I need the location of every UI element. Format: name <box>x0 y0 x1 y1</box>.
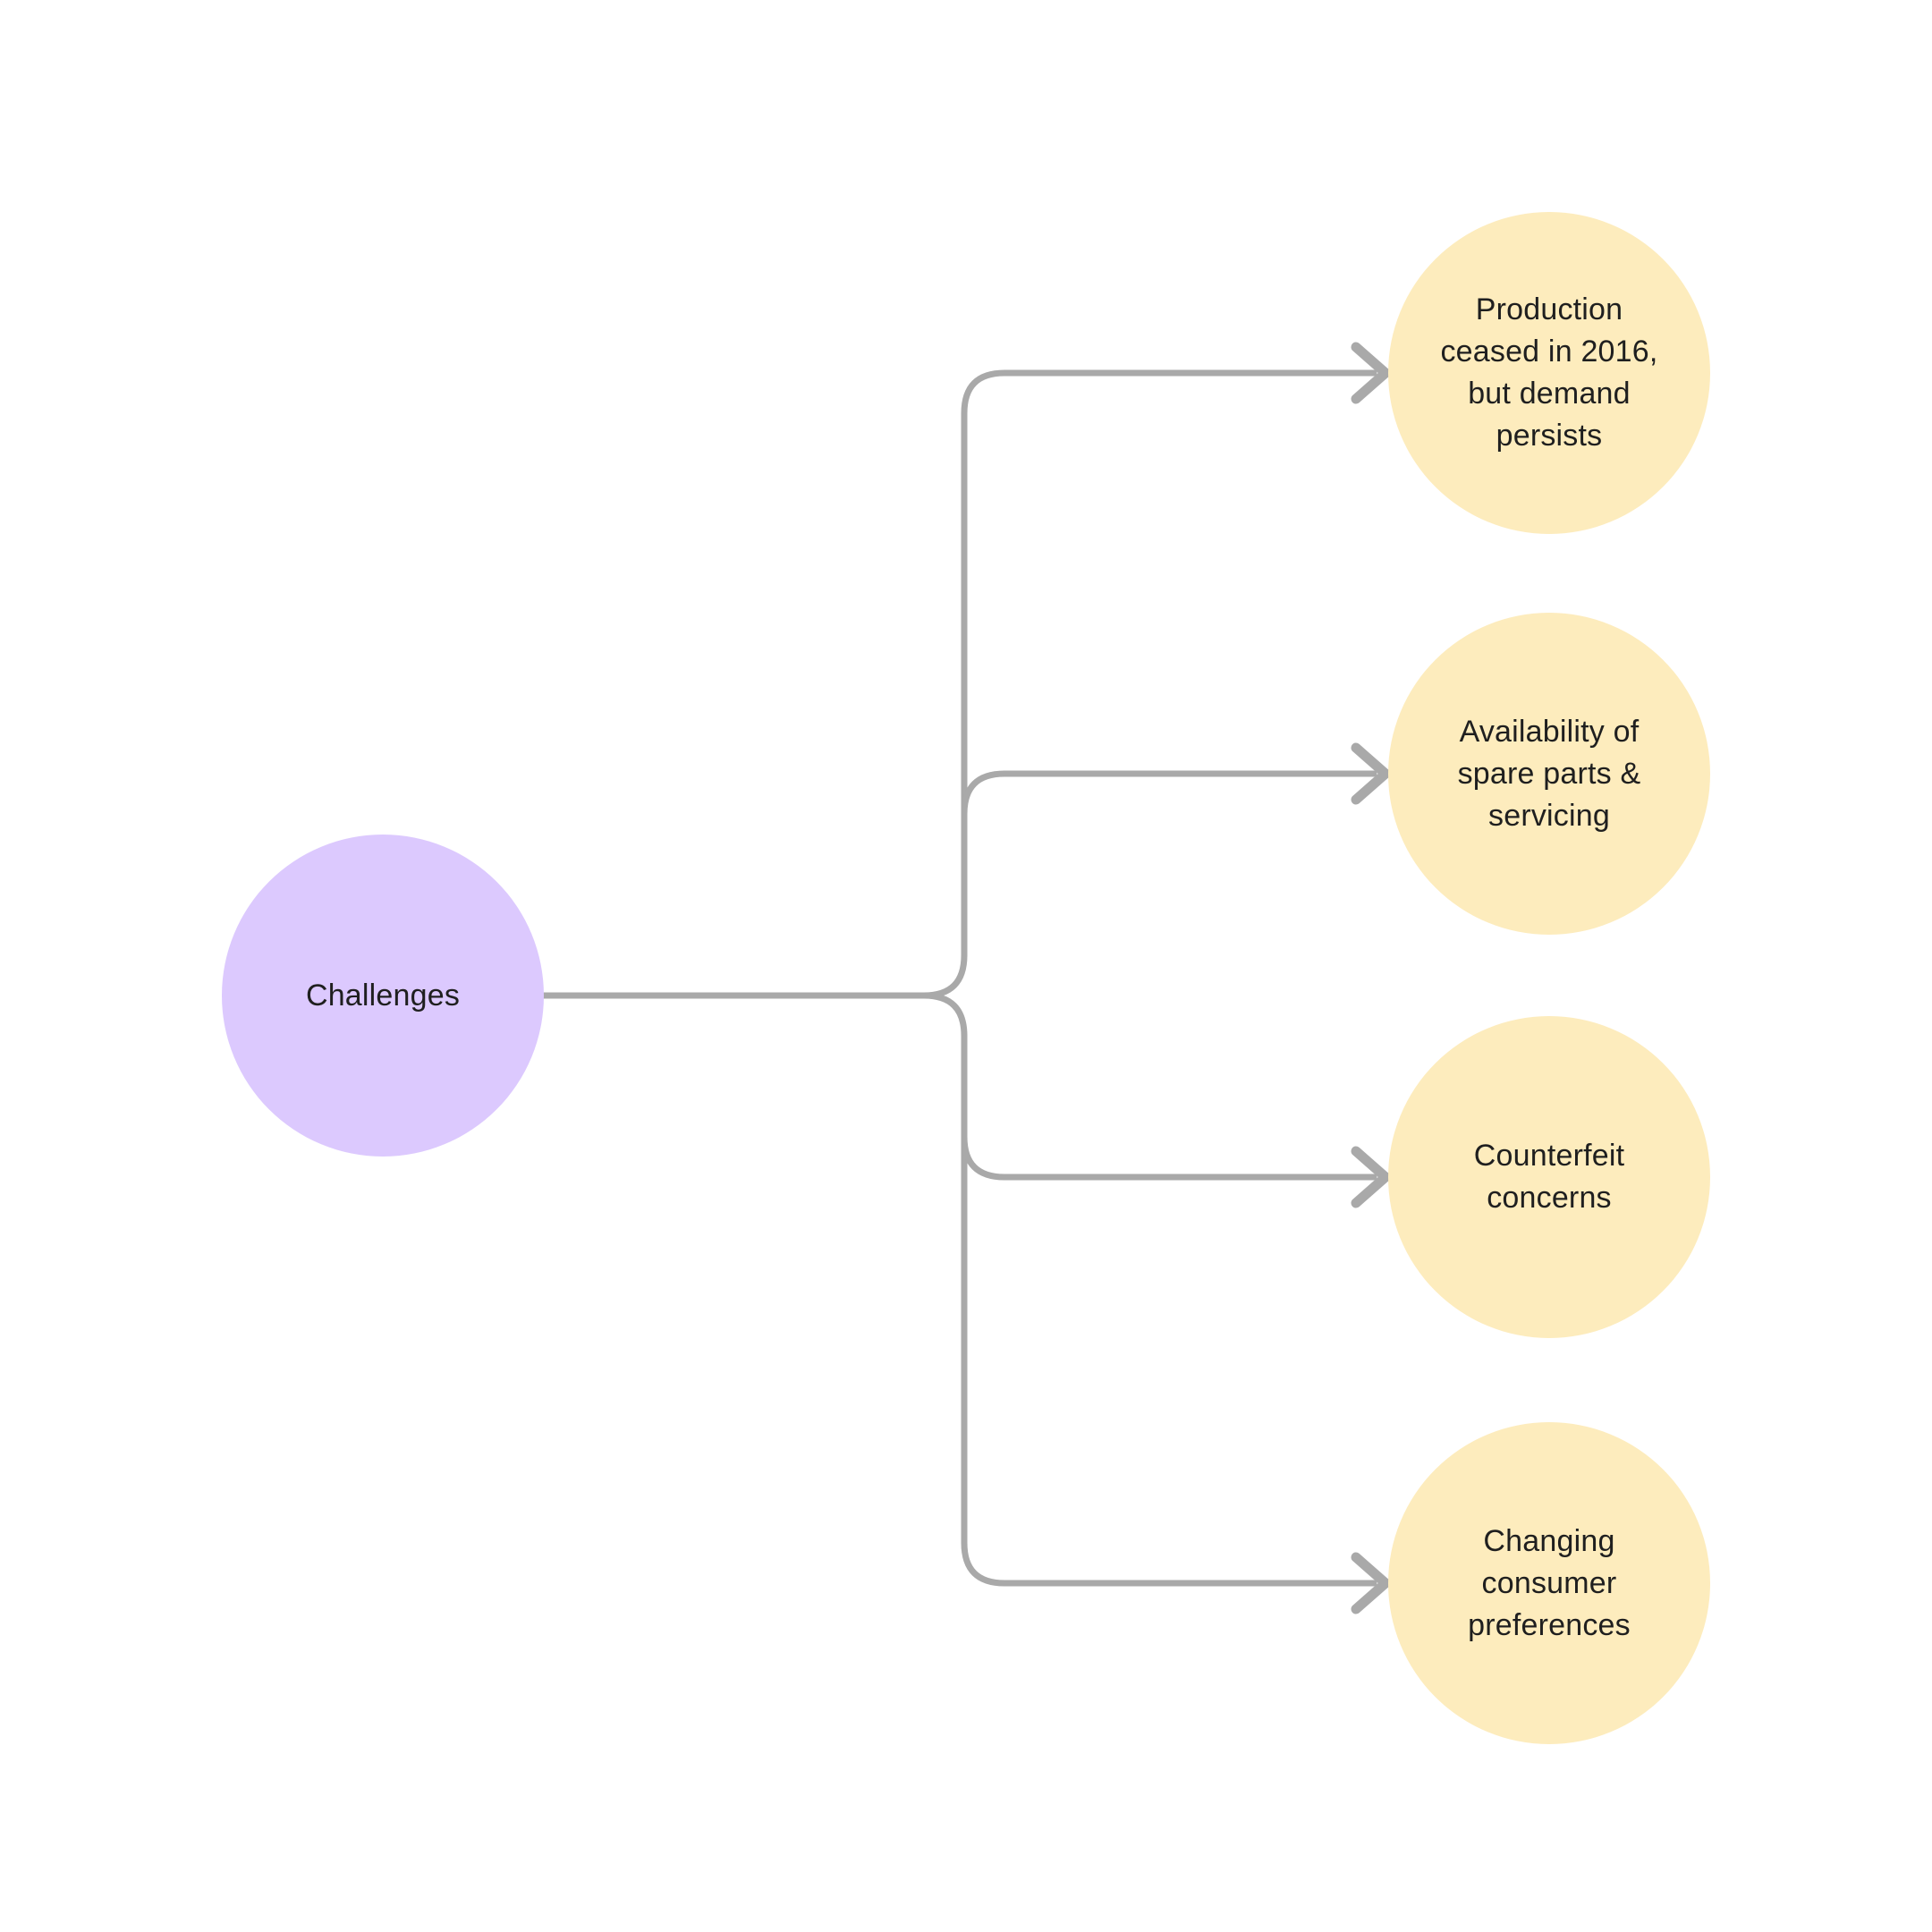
connector-branch-1 <box>540 369 1377 999</box>
connector-group <box>540 342 1391 1614</box>
arrowhead-icon-3 <box>1351 1146 1391 1208</box>
connector-branch-2 <box>961 770 1377 959</box>
node-challenges[interactable]: Challenges <box>222 835 544 1157</box>
node-production-ceased-label: Production ceased in 2016, but demand pe… <box>1440 292 1658 453</box>
node-consumer-preferences-label: Changing consumer preferences <box>1468 1523 1631 1642</box>
node-consumer-preferences[interactable]: Changing consumer preferences <box>1388 1422 1710 1744</box>
node-counterfeit-label: Counterfeit concerns <box>1473 1139 1625 1215</box>
node-spare-parts-label: Availability of spare parts & servicing <box>1457 714 1641 833</box>
connector-branch-3 <box>961 1032 1377 1181</box>
node-challenges-label: Challenges <box>305 978 461 1013</box>
node-spare-parts[interactable]: Availability of spare parts & servicing <box>1388 613 1710 935</box>
connector-branch-4 <box>920 992 1377 1587</box>
arrowhead-icon-4 <box>1351 1552 1391 1614</box>
node-counterfeit[interactable]: Counterfeit concerns <box>1388 1016 1710 1338</box>
arrowhead-icon-1 <box>1351 342 1391 404</box>
node-production-ceased[interactable]: Production ceased in 2016, but demand pe… <box>1388 212 1710 534</box>
arrowhead-icon-2 <box>1351 742 1391 805</box>
